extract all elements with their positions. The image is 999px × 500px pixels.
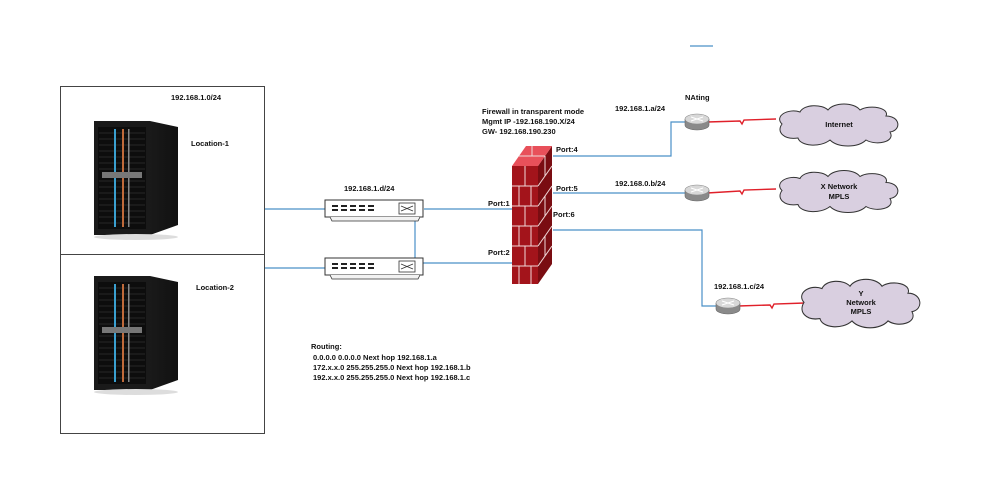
y-network-cloud-label-line2: Network [846,298,876,307]
link-port4 [553,121,686,157]
x-network-cloud-icon [779,170,899,213]
router-3-subnet: 192.168.1.c/24 [714,282,765,291]
routing-route: 192.x.x.0 255.255.255.0 Next hop 192.168… [313,373,471,382]
switch-1-icon [324,199,424,222]
routing-route: 172.x.x.0 255.255.255.0 Next hop 192.168… [313,363,471,372]
internet-cloud-icon [779,103,899,147]
router-2-subnet: 192.168.0.b/24 [615,179,666,188]
port-2-label: Port:2 [488,248,510,257]
wan-link-y-network [737,302,806,310]
x-network-cloud-label-line2: MPLS [828,192,850,201]
switch-2-icon [324,257,424,280]
link-port6 [553,229,717,307]
switch-subnet: 192.168.1.d/24 [344,184,395,193]
location-1-subnet: 192.168.1.0/24 [171,93,222,102]
server-rack-icon [94,121,178,240]
firewall-title: Firewall in transparent mode [482,107,585,116]
y-network-cloud-icon [801,278,921,329]
firewall-gateway: GW- 192.168.190.230 [482,127,556,136]
wan-link-x-network [706,188,777,196]
y-network-cloud-label-line3: MPLS [850,307,872,316]
location-1-label: Location-1 [191,139,229,148]
location-2-label: Location-2 [196,283,234,292]
port-6-label: Port:6 [553,210,575,219]
router-1-subnet: 192.168.1.a/24 [615,104,666,113]
nating-label: NAting [685,93,710,102]
router-icon [684,184,710,202]
y-network-cloud-label-line1: Y [858,289,864,298]
x-network-cloud-label-line1: X Network [820,182,858,191]
routing-title: Routing: [311,342,342,351]
port-1-label: Port:1 [488,199,510,208]
firewall-icon [512,146,553,284]
port-5-label: Port:5 [556,184,578,193]
internet-cloud-label: Internet [825,120,853,129]
router-icon [715,297,741,315]
wan-link-internet [706,118,777,126]
routing-route: 0.0.0.0 0.0.0.0 Next hop 192.168.1.a [313,353,437,362]
firewall-mgmt-ip: Mgmt IP -192.168.190.X/24 [482,117,575,126]
port-4-label: Port:4 [556,145,578,154]
router-icon [684,113,710,131]
server-rack-icon [94,276,178,395]
